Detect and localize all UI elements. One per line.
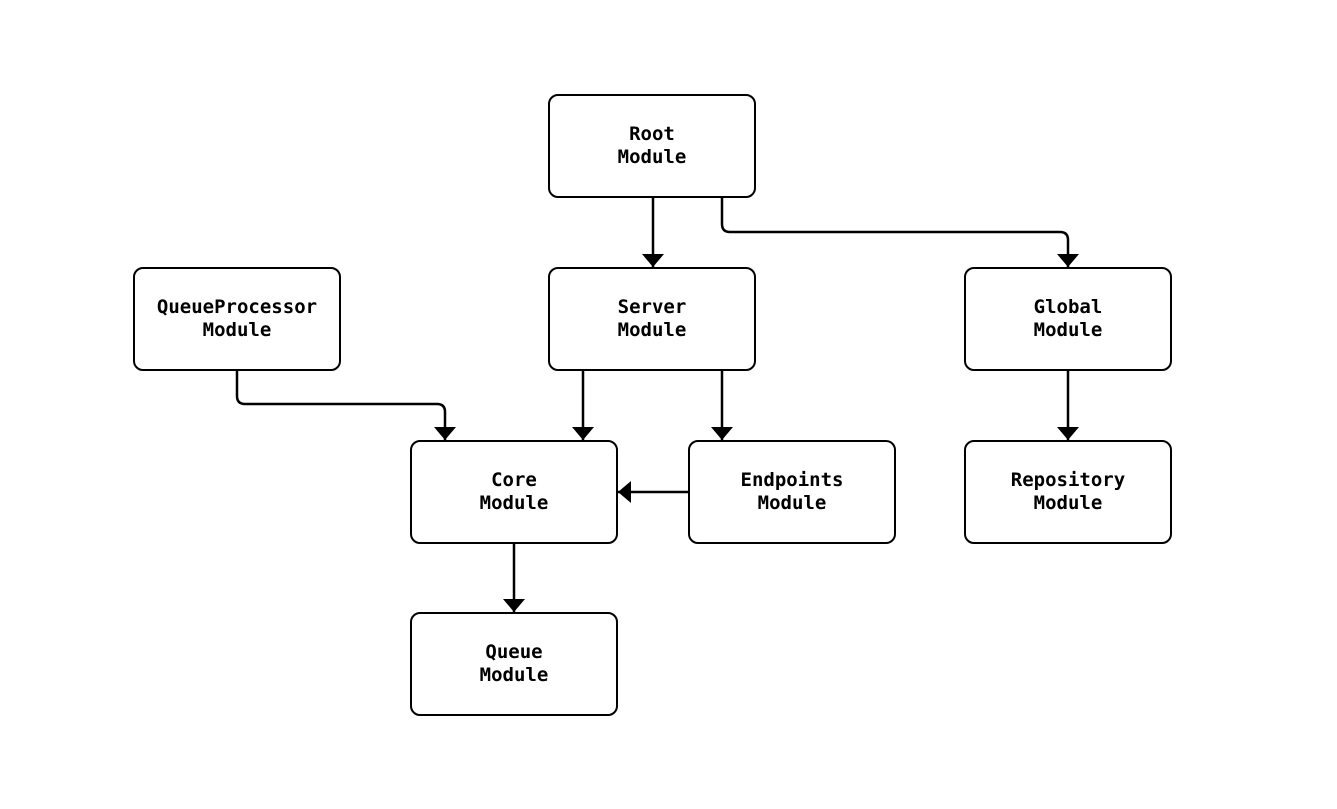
node-server-module: Server Module <box>548 267 756 371</box>
node-queueprocessor-module: QueueProcessor Module <box>133 267 341 371</box>
node-server-module-label: Server Module <box>617 296 687 341</box>
node-root-module: Root Module <box>548 94 756 198</box>
edge-root-to-global <box>720 198 1079 267</box>
node-core-module-label: Core Module <box>479 469 549 514</box>
node-queueprocessor-module-label: QueueProcessor Module <box>156 296 318 341</box>
node-global-module: Global Module <box>964 267 1172 371</box>
node-endpoints-module-label: Endpoints Module <box>740 469 844 514</box>
edge-queueprocessor-to-core <box>235 371 456 440</box>
node-repository-module-label: Repository Module <box>1010 469 1126 514</box>
node-core-module: Core Module <box>410 440 618 544</box>
node-repository-module: Repository Module <box>964 440 1172 544</box>
node-root-module-label: Root Module <box>617 123 687 168</box>
node-queue-module: Queue Module <box>410 612 618 716</box>
node-queue-module-label: Queue Module <box>479 641 549 686</box>
node-endpoints-module: Endpoints Module <box>688 440 896 544</box>
node-global-module-label: Global Module <box>1033 296 1103 341</box>
